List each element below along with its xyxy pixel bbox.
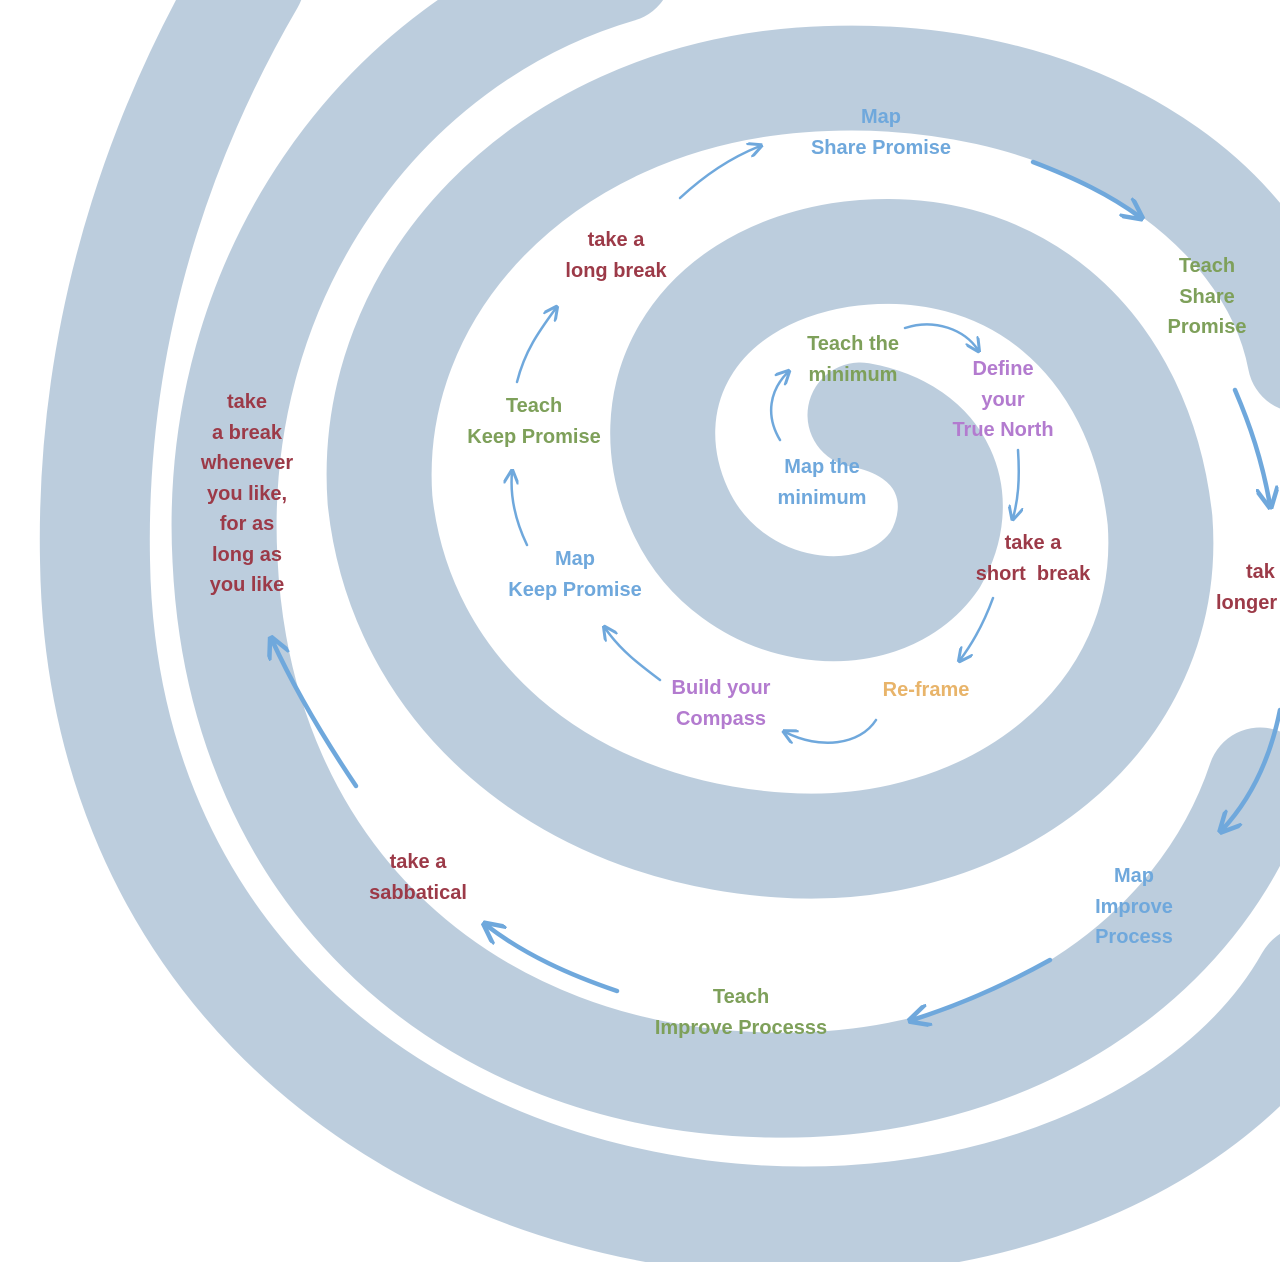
label-line: Teach the <box>807 333 899 355</box>
label-line: Map the <box>784 456 860 478</box>
label-line: whenever <box>200 452 294 474</box>
label-line: short break <box>975 562 1091 585</box>
arrow-reframe-to-compass <box>785 718 878 743</box>
label-line: Share <box>1179 285 1235 308</box>
label-line: Teach <box>505 395 563 417</box>
label-define-true-north: Define your True North <box>952 354 1053 446</box>
label-line: take <box>226 391 268 413</box>
label-teach-the-minimum: Teach the minimum <box>807 329 899 390</box>
label-line: long break <box>565 259 667 282</box>
label-map-keep-promise: Map Keep Promise <box>508 544 641 605</box>
label-teach-keep-promise: Teach Keep Promise <box>467 391 600 452</box>
label-map-improve-process: Map Improve Process <box>1095 861 1173 953</box>
arrow-sabbatical-to-whenever <box>272 640 359 789</box>
label-line: Map <box>1114 865 1154 887</box>
label-build-compass: Build your Compass <box>672 673 771 734</box>
label-line: Compass <box>675 707 767 730</box>
arrow-define-to-short <box>1013 448 1019 518</box>
label-long-break: take a long break <box>565 225 666 286</box>
label-line: tak <box>1246 561 1275 583</box>
arrow-mapkeep-to-teachkeep <box>512 472 529 547</box>
label-line: your <box>981 388 1025 411</box>
label-line: take a <box>1004 532 1062 554</box>
arrow-longer-to-mapimprove <box>1222 707 1280 830</box>
arrow-mapimprove-to-teachimprove <box>912 957 1053 1020</box>
label-reframe: Re-frame <box>883 675 970 706</box>
arrow-teachshare-to-longer <box>1232 387 1270 505</box>
label-line: longer <box>1216 591 1278 614</box>
label-teach-improve-process: Teach Improve Processs <box>655 982 827 1043</box>
label-line: Share Promise <box>810 136 952 159</box>
label-line: Map <box>554 548 595 570</box>
label-line: Process <box>1095 926 1173 948</box>
arrow-mapshare-to-teachshare <box>1030 159 1140 217</box>
label-line: Build your <box>671 677 771 699</box>
arrow-long-to-mapshare <box>678 146 760 200</box>
label-line: long as <box>211 543 283 566</box>
label-line: Re-frame <box>882 679 970 701</box>
arrow-map-to-teach-min <box>769 372 788 442</box>
label-line: take a <box>389 851 447 873</box>
label-line: Map <box>860 106 901 128</box>
label-line: Keep Promise <box>508 578 642 601</box>
label-line: True North <box>952 419 1054 441</box>
arrow-teachimprove-to-sabbatical <box>486 925 620 994</box>
label-break-whenever: take a break whenever you like, for as l… <box>201 387 293 601</box>
label-line: for as <box>219 513 275 535</box>
label-line: Promise <box>1167 316 1247 338</box>
label-longer-break: tak longer <box>1216 557 1277 618</box>
label-line: Teach <box>712 986 770 1008</box>
arrow-short-to-reframe <box>960 596 995 660</box>
spiral-band-outer <box>39 0 1280 1262</box>
arrow-compass-to-mapkeep <box>605 628 662 682</box>
label-line: Improve Processs <box>654 1016 828 1039</box>
label-line: Keep Promise <box>467 425 601 448</box>
spiral-band <box>171 0 1280 1138</box>
label-line: a break <box>211 421 283 444</box>
label-line: sabbatical <box>369 881 467 904</box>
label-line: you like <box>209 574 285 596</box>
arrow-teachkeep-to-long <box>515 308 556 384</box>
label-line: take a <box>587 229 645 251</box>
label-line: you like, <box>206 482 288 505</box>
label-sabbatical: take a sabbatical <box>369 847 467 908</box>
label-line: minimum <box>808 363 898 386</box>
label-line: Improve <box>1095 895 1173 918</box>
label-teach-share-promise: Teach Share Promise <box>1168 251 1247 343</box>
label-map-share-promise: Map Share Promise <box>811 102 951 163</box>
label-line: Define <box>972 358 1034 380</box>
label-short-break: take a short break <box>976 528 1090 589</box>
label-map-the-minimum: Map the minimum <box>778 452 867 513</box>
label-line: Teach <box>1178 255 1236 277</box>
arrow-teach-to-define <box>903 323 978 350</box>
label-line: minimum <box>777 486 867 509</box>
